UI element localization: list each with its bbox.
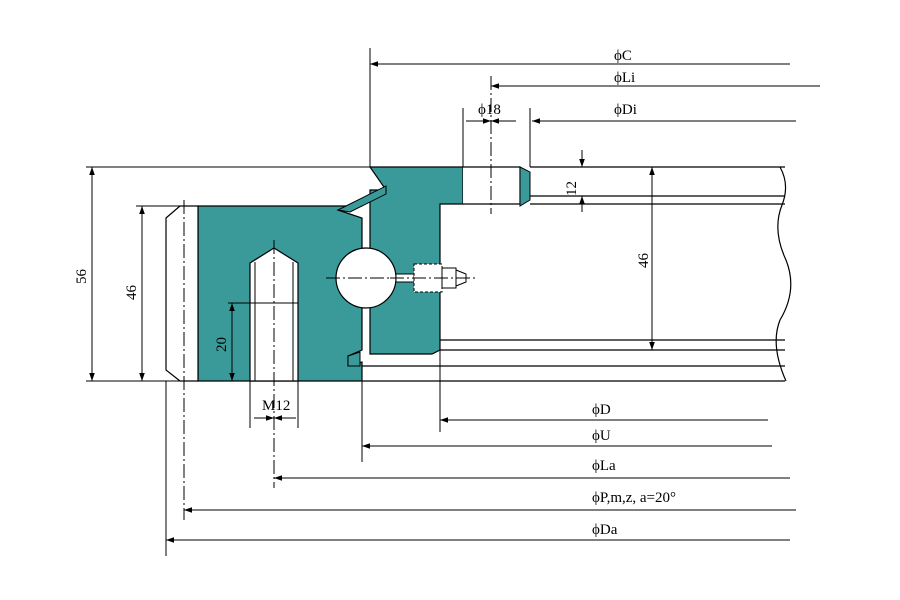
dim-P: ϕP,m,z, a=20° xyxy=(592,490,676,506)
dim-46-left: 46 xyxy=(124,285,140,301)
grease-nipple xyxy=(390,263,478,293)
dim-46-right: 46 xyxy=(636,253,652,269)
dim-C: ϕC xyxy=(614,48,632,64)
dim-Di: ϕDi xyxy=(614,102,637,118)
dim-La: ϕLa xyxy=(592,458,616,474)
threaded-hole xyxy=(228,240,299,488)
upper-seal xyxy=(336,185,387,213)
dim-M12: M12 xyxy=(262,398,290,414)
inner-ring-body xyxy=(362,166,792,382)
dim-Li: ϕLi xyxy=(614,70,635,86)
dim-56: 56 xyxy=(74,269,90,285)
dim-Da: ϕDa xyxy=(592,522,618,538)
dim-bolt-18: ϕ18 xyxy=(478,102,501,118)
lower-seal xyxy=(347,351,361,367)
dim-12: 12 xyxy=(564,181,580,196)
dim-U: ϕU xyxy=(592,428,611,444)
gear-edge xyxy=(165,205,199,382)
through-hole xyxy=(463,76,531,214)
dim-D: ϕD xyxy=(592,402,611,418)
dim-20: 20 xyxy=(214,337,230,352)
